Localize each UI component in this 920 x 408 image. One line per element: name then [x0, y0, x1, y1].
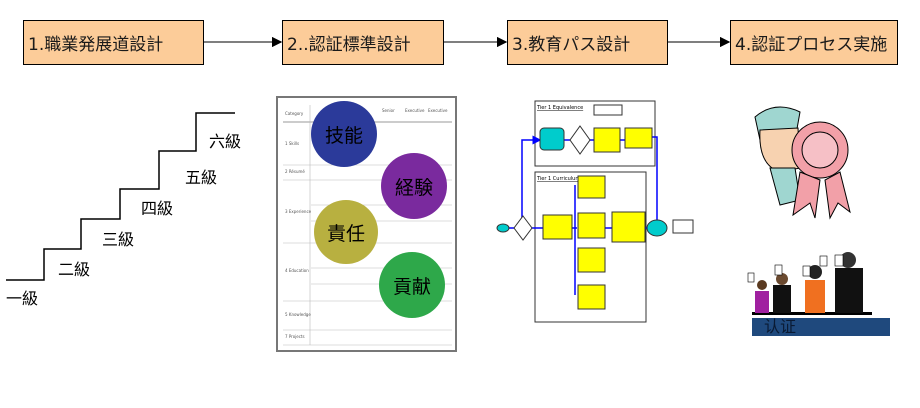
- svg-text:7 Projects: 7 Projects: [285, 334, 305, 339]
- career-staircase: [6, 112, 235, 281]
- svg-text:3 Experience: 3 Experience: [285, 209, 312, 214]
- judges-panel-clipart: [747, 252, 872, 315]
- svg-text:5 Knowledge: 5 Knowledge: [285, 312, 311, 317]
- svg-text:Executive: Executive: [428, 108, 448, 113]
- svg-text:4 Education: 4 Education: [285, 268, 309, 273]
- certification-label: 认证: [752, 318, 890, 336]
- education-path-flowchart: Tier 1 Equivalence Tier 1 Curriculum: [496, 100, 694, 323]
- svg-text:1 Skills: 1 Skills: [285, 141, 299, 146]
- criterion-contribution-label: 貢献: [392, 275, 431, 298]
- step-career-path-design: 1.職業発展道設計: [23, 20, 204, 65]
- award-rosette-clipart: [754, 106, 851, 220]
- step-certification-standard-design: 2..認証標準設計: [282, 20, 444, 65]
- level-3: 三級: [102, 230, 135, 249]
- svg-text:Executive: Executive: [405, 108, 425, 113]
- criterion-skill-label: 技能: [324, 124, 363, 147]
- level-2: 二級: [58, 260, 91, 279]
- criterion-responsibility: 責任: [314, 200, 378, 264]
- flowchart-equivalence-title: Tier 1 Equivalence: [536, 105, 583, 111]
- step-certification-process: 4.認証プロセス実施: [730, 20, 898, 65]
- criterion-experience-label: 経験: [394, 176, 433, 199]
- criterion-skill: 技能: [311, 101, 377, 167]
- svg-text:Category: Category: [285, 111, 304, 116]
- criterion-experience: 経験: [381, 153, 447, 219]
- svg-text:Senior: Senior: [382, 108, 395, 113]
- criterion-responsibility-label: 責任: [326, 222, 365, 245]
- svg-text:2 Résumé: 2 Résumé: [285, 169, 305, 174]
- criterion-contribution: 貢献: [379, 252, 445, 318]
- level-5: 五級: [185, 168, 218, 187]
- level-6: 六級: [209, 132, 242, 151]
- flowchart-curriculum-title: Tier 1 Curriculum: [536, 176, 580, 182]
- level-4: 四級: [141, 199, 174, 218]
- level-1: 一級: [6, 289, 39, 308]
- step-education-path-design: 3.教育パス設計: [507, 20, 668, 65]
